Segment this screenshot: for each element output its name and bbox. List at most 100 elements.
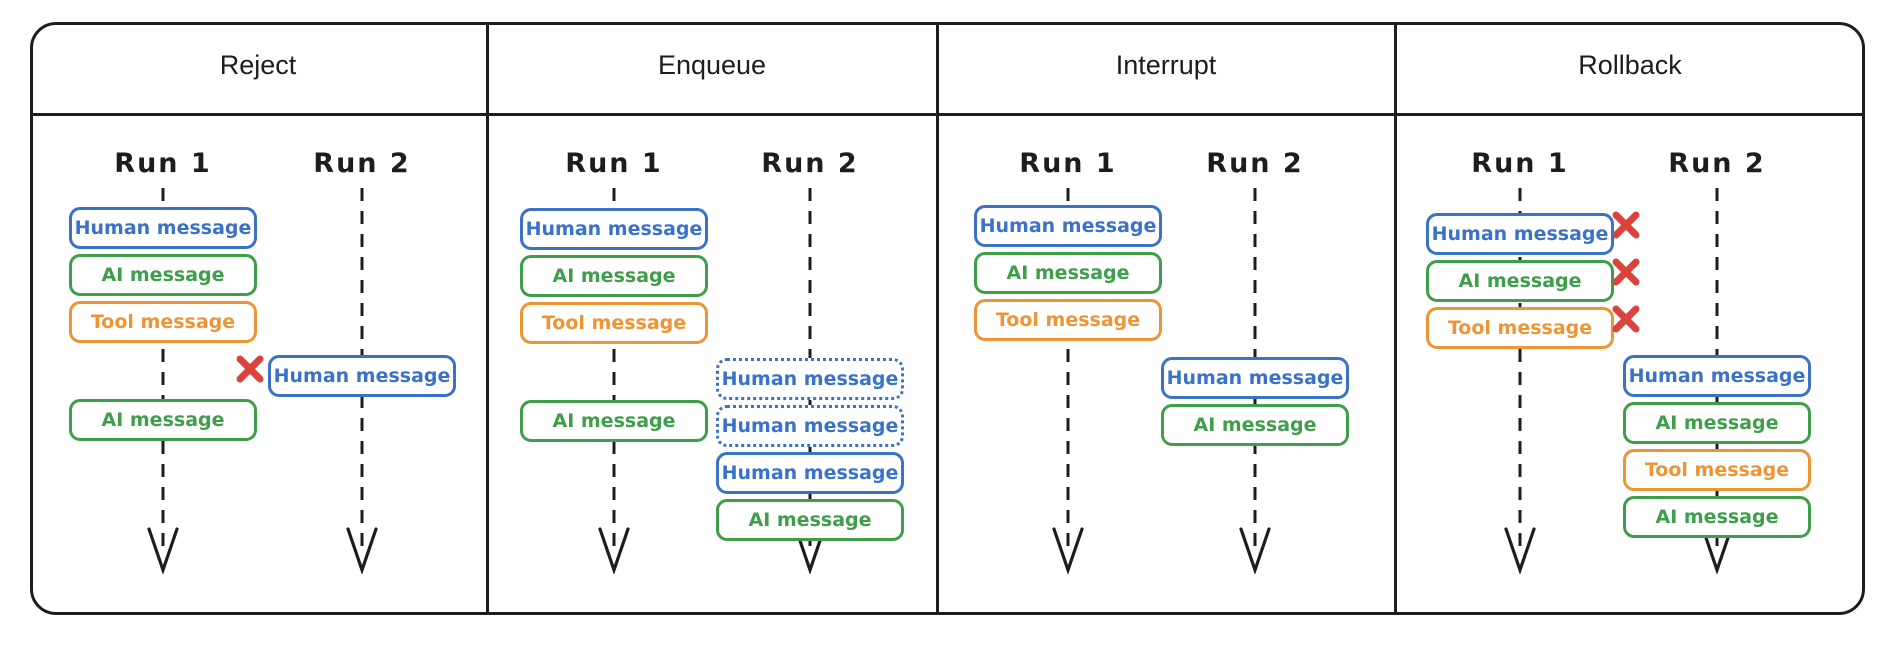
run-lane: Run 2 Human message AI message [1150, 130, 1360, 592]
lifeline-gap [69, 348, 257, 394]
run-lifeline-dashed [161, 188, 165, 550]
arrowhead-down-icon [147, 527, 179, 574]
message-label: AI message [552, 265, 676, 287]
run-label: Run 1 [1019, 148, 1117, 179]
run-label: Run 2 [313, 148, 411, 179]
rejected-x-icon [1612, 258, 1640, 286]
tool-message-box: Tool message [520, 302, 708, 344]
message-label: Human message [979, 215, 1157, 237]
run-lifeline-dashed [612, 188, 616, 550]
ai-message-box: AI message [520, 255, 708, 297]
message-label: AI message [748, 509, 872, 531]
ai-message-box: AI message [1161, 404, 1349, 446]
arrowhead-down-icon [598, 527, 630, 574]
arrowhead-down-icon [1504, 527, 1536, 574]
message-label: Human message [1166, 367, 1344, 389]
ai-message-box: AI message [716, 499, 904, 541]
message-label: Tool message [1447, 317, 1593, 339]
message-label: AI message [1458, 270, 1582, 292]
message-label: AI message [101, 409, 225, 431]
message-label: Human message [721, 368, 899, 390]
message-label: Tool message [541, 312, 687, 334]
human-message-box: Human message [520, 208, 708, 250]
arrowhead-down-icon [1052, 527, 1084, 574]
ai-message-box: AI message [1623, 496, 1811, 538]
human-message-box-queued: Human message [716, 405, 904, 447]
ai-message-box: AI message [974, 252, 1162, 294]
ai-message-box: AI message [1426, 258, 1640, 302]
run-lane: Run 2 Human message [236, 130, 467, 592]
message-label: Human message [1431, 223, 1609, 245]
panel-title-enqueue: Enqueue [657, 50, 767, 80]
message-label: AI message [1655, 506, 1779, 528]
run-label: Run 2 [1206, 148, 1304, 179]
message-label: AI message [1655, 412, 1779, 434]
panel-title-reject: Reject [219, 50, 297, 80]
run-label: Run 1 [114, 148, 212, 179]
rejected-x-icon [236, 355, 264, 383]
human-message-box: Human message [236, 355, 456, 397]
message-label: Human message [273, 365, 451, 387]
message-stack: Human message [236, 355, 456, 397]
message-label: Human message [721, 415, 899, 437]
human-message-box: Human message [974, 205, 1162, 247]
arrowhead-down-icon [1701, 527, 1733, 574]
message-label: Tool message [1644, 459, 1790, 481]
message-label: Human message [525, 218, 703, 240]
human-message-box: Human message [716, 452, 904, 494]
run-lifeline-dashed [1518, 188, 1522, 550]
message-label: Tool message [995, 309, 1141, 331]
rejected-x-icon [1612, 305, 1640, 333]
human-message-box-queued: Human message [716, 358, 904, 400]
human-message-box: Human message [69, 207, 257, 249]
message-label: AI message [1193, 414, 1317, 436]
rejected-x-icon [1612, 211, 1640, 239]
message-label: AI message [101, 264, 225, 286]
arrowhead-down-icon [794, 527, 826, 574]
arrowhead-down-icon [346, 527, 378, 574]
ai-message-box: AI message [69, 254, 257, 296]
column-divider [486, 23, 489, 614]
panel-title-interrupt: Interrupt [1115, 50, 1217, 80]
tool-message-box: Tool message [974, 299, 1162, 341]
human-message-box: Human message [1426, 211, 1640, 255]
tool-message-box: Tool message [69, 301, 257, 343]
message-label: Tool message [90, 311, 236, 333]
ai-message-box: AI message [1623, 402, 1811, 444]
run-label: Run 1 [1471, 148, 1569, 179]
run-label: Run 2 [761, 148, 859, 179]
header-separator-line [31, 113, 1864, 116]
lifeline-gap [520, 349, 708, 395]
run-lifeline-dashed [1066, 188, 1070, 550]
arrowhead-down-icon [1239, 527, 1271, 574]
ai-message-box: AI message [520, 400, 708, 442]
tool-message-box: Tool message [1426, 305, 1640, 349]
run-label: Run 1 [565, 148, 663, 179]
run-label: Run 2 [1668, 148, 1766, 179]
column-divider [936, 23, 939, 614]
human-message-box: Human message [1161, 357, 1349, 399]
message-label: AI message [1006, 262, 1130, 284]
tool-message-box: Tool message [1623, 449, 1811, 491]
column-divider [1394, 23, 1397, 614]
message-label: AI message [552, 410, 676, 432]
ai-message-box: AI message [69, 399, 257, 441]
message-label: Human message [74, 217, 252, 239]
message-label: Human message [721, 462, 899, 484]
panel-title-rollback: Rollback [1578, 50, 1682, 80]
message-label: Human message [1628, 365, 1806, 387]
message-stack: Human message AI message [1161, 357, 1349, 446]
